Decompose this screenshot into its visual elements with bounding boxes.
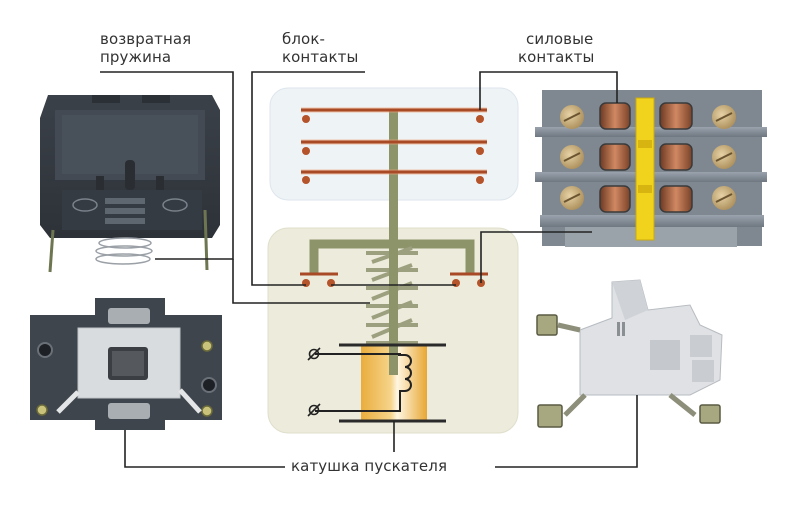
starter-coil-symbol [307,343,446,423]
yellow-actuator [635,97,655,241]
label-block-contacts-line1: блок- [282,30,325,48]
terminal-icon [307,347,321,361]
label-power-contacts-line1: силовые [526,30,594,48]
leader-power-contacts [479,71,618,110]
label-starter-coil: катушка пускателя [291,457,447,475]
label-starter-coil-text: катушка пускателя [291,457,448,475]
contact-point [476,115,484,123]
label-block-contacts-line2: контакты [282,48,359,66]
terminal-row [560,185,736,213]
terminal-icon [307,403,321,417]
label-block-contacts: блок- контакты [282,30,358,66]
contact-point [302,176,310,184]
power-contacts-photo [535,90,767,247]
leader-coil-right [495,395,638,468]
starter-coil-photo [536,279,723,428]
leader-lines [100,71,638,468]
label-power-contacts-line2: контакты [518,48,595,66]
return-spring-housing-photo [40,95,220,273]
contact-point [476,147,484,155]
power-contacts [301,107,487,184]
power-contact-row-2 [301,139,487,155]
label-power-contacts: силовые контакты [518,30,594,66]
label-return-spring-line1: возвратная [100,30,192,48]
leader-block-contacts-photo [480,231,592,283]
spring-coil [95,237,153,265]
leader-block-contacts [251,71,365,286]
label-return-spring: возвратная пружина [100,30,191,66]
contact-point [476,176,484,184]
label-return-spring-line2: пружина [100,48,172,66]
contact-point [302,115,310,123]
leader-return-spring-schematic [232,259,370,304]
schematic [267,87,519,434]
contact-point [302,147,310,155]
terminal-row [560,143,736,171]
power-contact-row-1 [301,107,487,123]
leader-return-spring-photo [100,71,234,260]
leader-coil-left [124,430,285,468]
power-contact-row-3 [301,169,487,184]
terminal-row [560,102,736,130]
magnetic-core-base-photo [30,298,222,430]
